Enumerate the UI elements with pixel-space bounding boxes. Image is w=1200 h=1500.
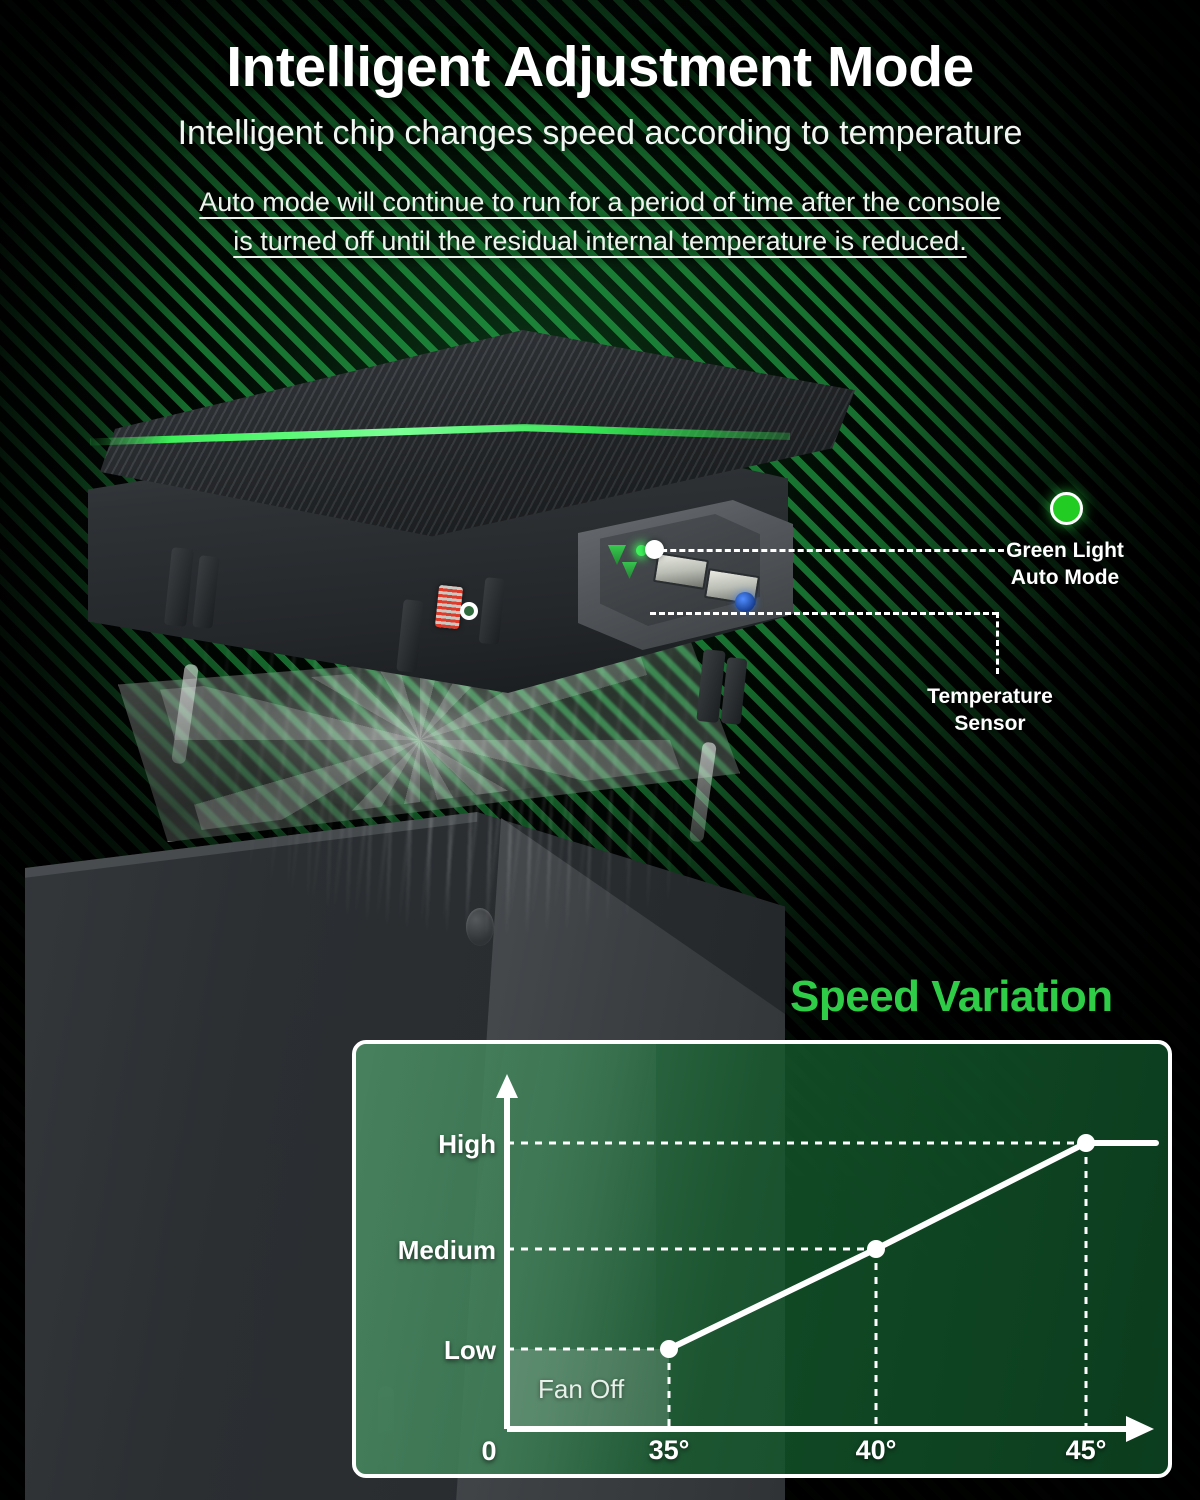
speed-variation-chart-panel: High Medium Low 0 35° 40° 45° Fan Off <box>352 1040 1172 1478</box>
y-tick-high: High <box>438 1129 496 1159</box>
temperature-sensor-label-line2: Sensor <box>954 711 1026 735</box>
x-tick-45: 45° <box>1065 1435 1107 1465</box>
data-point-35deg <box>660 1340 678 1358</box>
y-axis-arrow <box>496 1074 518 1098</box>
speed-curve <box>666 1140 1159 1352</box>
x-axis-arrow <box>1126 1416 1154 1442</box>
x-tick-35: 35° <box>648 1435 690 1465</box>
data-point-45deg <box>1077 1134 1095 1152</box>
green-light-label-line2: Auto Mode <box>1010 565 1120 589</box>
data-point-40deg <box>867 1240 885 1258</box>
fan-off-region <box>507 1349 669 1429</box>
header-block: Intelligent Adjustment Mode Intelligent … <box>0 35 1200 261</box>
auto-mode-note-line2: is turned off until the residual interna… <box>233 225 967 256</box>
temperature-sensor-component <box>434 584 464 630</box>
y-tick-low: Low <box>444 1335 496 1365</box>
green-light-label-line1: Green Light <box>1006 539 1124 562</box>
temperature-sensor-callout-label: Temperature Sensor <box>890 684 1090 738</box>
temperature-sensor-leader-line-v <box>996 612 999 674</box>
green-light-callout-label: Green Light Auto Mode <box>955 538 1175 592</box>
x-tick-0: 0 <box>481 1436 497 1466</box>
temperature-sensor-marker-inner <box>464 606 474 616</box>
temperature-sensor-label-line1: Temperature <box>927 685 1053 708</box>
console-power-button <box>466 908 494 946</box>
speed-variation-chart <box>496 1074 1159 1442</box>
green-light-dot-icon <box>1050 492 1083 525</box>
fan-off-label: Fan Off <box>538 1374 625 1404</box>
green-light-leader-line <box>652 549 1004 552</box>
airflow-streams-lower <box>230 790 750 970</box>
x-tick-40: 40° <box>855 1435 897 1465</box>
mode-led-indicator <box>636 545 647 556</box>
page-title: Intelligent Adjustment Mode <box>226 35 974 99</box>
speed-variation-title: Speed Variation <box>790 972 1113 1021</box>
auto-mode-note: Auto mode will continue to run for a per… <box>0 183 1200 261</box>
auto-mode-note-line1: Auto mode will continue to run for a per… <box>199 186 1001 217</box>
page-subtitle: Intelligent chip changes speed according… <box>177 113 1023 152</box>
temperature-sensor-leader-line-h <box>650 612 998 615</box>
mode-switch-button[interactable] <box>735 592 755 612</box>
y-tick-medium: Medium <box>397 1235 496 1265</box>
